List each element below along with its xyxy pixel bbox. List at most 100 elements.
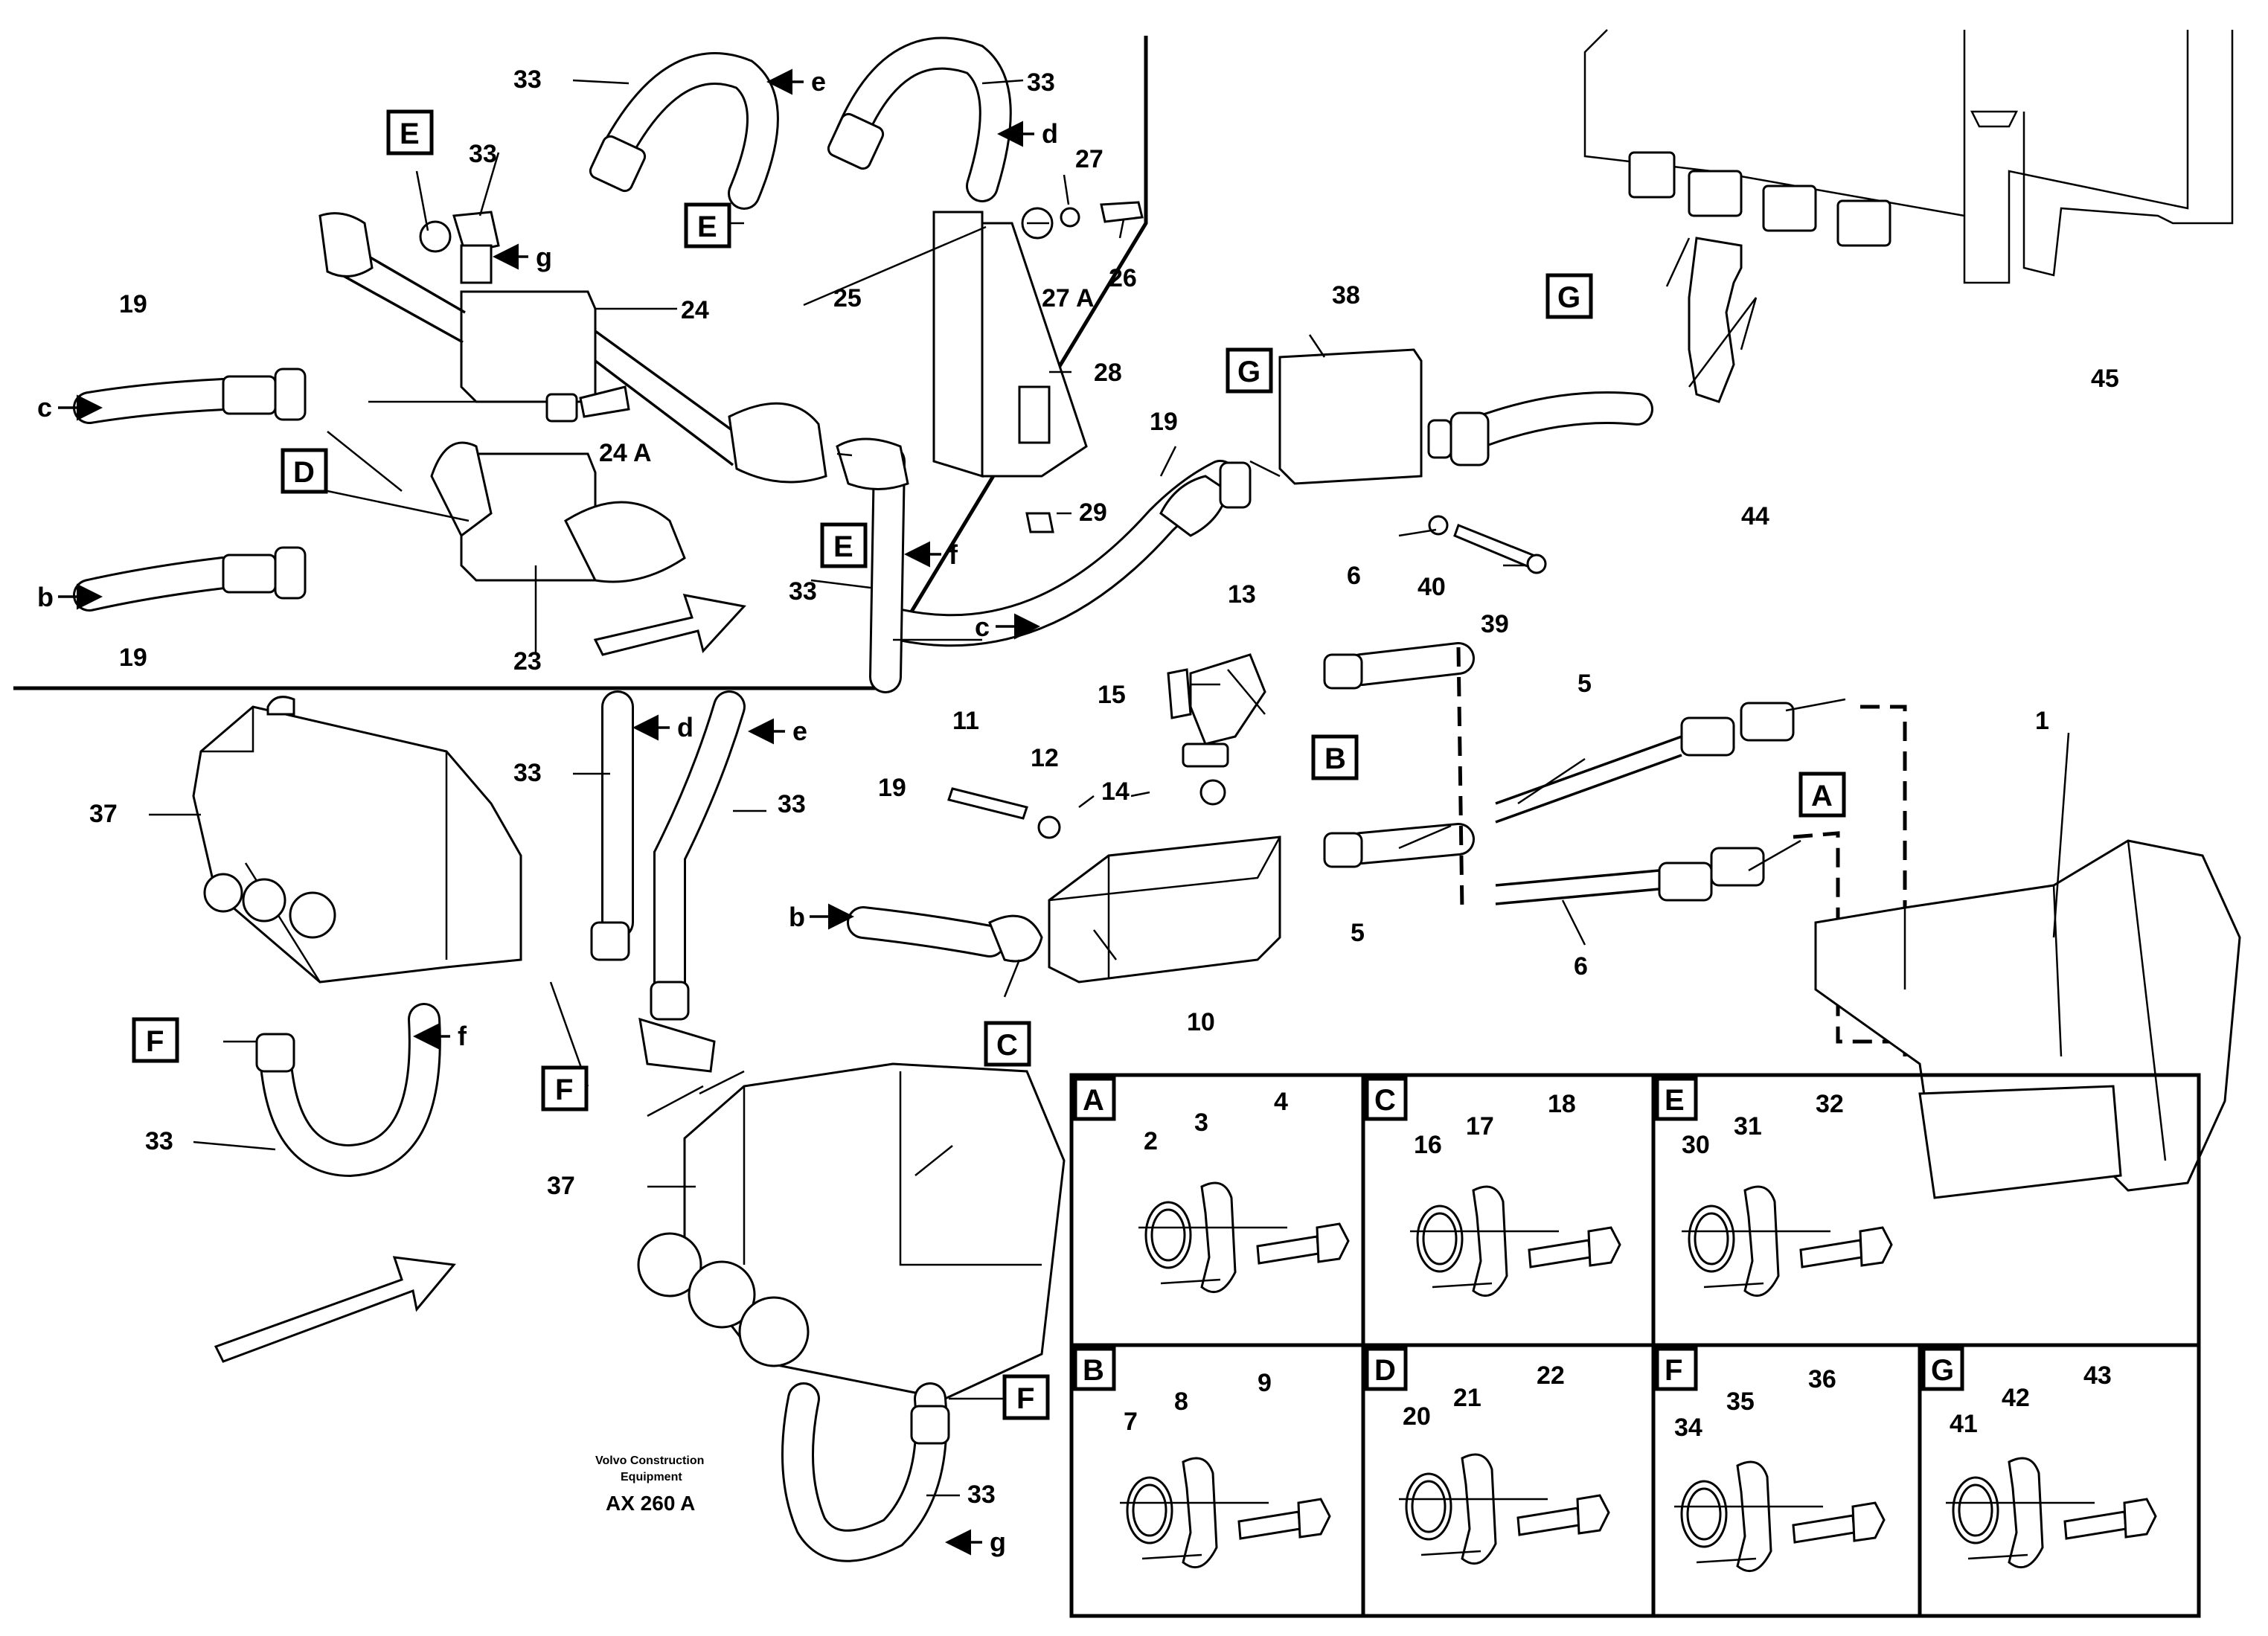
clamp-kit [1138, 1181, 1350, 1294]
callout-19: 19 [119, 644, 147, 672]
callout-39: 39 [1481, 610, 1509, 638]
inset-assembly [73, 36, 1252, 693]
callout-19: 19 [878, 774, 906, 802]
section-label-e: E [400, 118, 420, 150]
svg-text:D: D [1374, 1354, 1396, 1387]
svg-text:20: 20 [1403, 1402, 1431, 1431]
detail-cell-c: C 16 17 18 [1365, 1077, 1576, 1159]
section-label-a: A [1811, 780, 1833, 812]
port-labels: c b g e d f c d e f b g [37, 66, 1058, 1557]
clamp-kit [1946, 1457, 2157, 1569]
control-valves [192, 690, 1066, 1562]
svg-text:A: A [1083, 1084, 1104, 1117]
port-label-d: d [1042, 118, 1058, 149]
callout-44: 44 [1741, 502, 1769, 530]
drawing-reference: AX 260 A [606, 1492, 695, 1515]
detail-cell-g: G 41 42 43 [1921, 1347, 2112, 1438]
callout-33: 33 [469, 140, 497, 168]
svg-text:21: 21 [1453, 1384, 1481, 1412]
svg-text:3: 3 [1194, 1109, 1208, 1137]
callout-23: 23 [513, 647, 542, 676]
port-label-b: b [789, 902, 805, 932]
callout-12: 12 [1031, 744, 1059, 772]
clamp-kit [1682, 1185, 1893, 1297]
callout-19: 19 [119, 290, 147, 318]
section-labels: E E E D G G B A C F F F [132, 109, 1846, 1420]
callout-27a: 27 A [1042, 284, 1095, 312]
callout-26: 26 [1109, 264, 1137, 292]
callout-37: 37 [547, 1172, 575, 1200]
port-label-b: b [37, 582, 54, 612]
svg-text:43: 43 [2083, 1361, 2112, 1390]
callout-13: 13 [1228, 580, 1256, 609]
callout-27: 27 [1075, 145, 1103, 173]
clamp-kit [1410, 1185, 1621, 1297]
svg-text:22: 22 [1537, 1361, 1565, 1390]
clamp-kit [1399, 1453, 1610, 1565]
callout-28: 28 [1094, 359, 1122, 387]
callout-33: 33 [513, 759, 542, 787]
leader-lines [149, 79, 2070, 1497]
callout-33: 33 [513, 65, 542, 94]
svg-text:2: 2 [1144, 1127, 1158, 1155]
callout-38: 38 [1332, 281, 1360, 309]
svg-text:34: 34 [1674, 1414, 1702, 1442]
callout-6: 6 [1347, 562, 1361, 590]
callout-14: 14 [1101, 777, 1130, 806]
detail-table: A 2 3 4 C 16 17 18 E 30 31 32 B 7 8 9 D … [1069, 1073, 2201, 1618]
publisher-name-2: Equipment [621, 1471, 682, 1483]
svg-text:C: C [1374, 1084, 1396, 1117]
callout-45: 45 [2091, 365, 2119, 393]
port-label-c: c [975, 612, 990, 642]
svg-text:35: 35 [1726, 1388, 1755, 1416]
section-label-b: B [1324, 742, 1346, 775]
callout-33: 33 [145, 1127, 173, 1155]
callout-33: 33 [778, 790, 806, 818]
callout-1: 1 [2035, 707, 2049, 735]
svg-text:8: 8 [1174, 1388, 1188, 1416]
callout-40: 40 [1418, 573, 1446, 601]
port-label-f: f [458, 1021, 467, 1051]
callout-15: 15 [1098, 681, 1126, 709]
valve-block-assembly [847, 642, 2241, 1199]
callout-6: 6 [1574, 952, 1588, 981]
detail-cell-f: F 34 35 36 [1655, 1347, 1836, 1442]
callout-29: 29 [1079, 498, 1107, 527]
port-label-d: d [677, 712, 693, 742]
port-label-g: g [536, 242, 552, 272]
detail-cell-a: A 2 3 4 [1073, 1077, 1288, 1155]
callout-5: 5 [1577, 670, 1592, 698]
port-label-e: e [811, 66, 826, 97]
svg-text:9: 9 [1258, 1369, 1272, 1397]
svg-text:32: 32 [1816, 1090, 1844, 1118]
section-label-d: D [293, 456, 315, 489]
publisher-name: Volvo Construction [595, 1454, 704, 1467]
callouts: 33 33 33 33 33 33 33 33 24 24 A 23 19 19… [89, 65, 2119, 1509]
clamp-kit [1674, 1460, 1886, 1573]
tank-assembly [1278, 29, 2234, 574]
callout-5: 5 [1351, 919, 1365, 947]
svg-text:30: 30 [1682, 1131, 1710, 1159]
port-label-f: f [949, 539, 958, 570]
section-label-f: F [1016, 1382, 1034, 1415]
callout-25: 25 [833, 284, 862, 312]
port-label-c: c [37, 392, 52, 423]
port-label-e: e [792, 716, 807, 746]
callout-24: 24 [681, 296, 709, 324]
section-label-e: E [697, 211, 717, 243]
clamp-kit [1120, 1457, 1331, 1569]
callout-33: 33 [789, 577, 817, 606]
callout-10: 10 [1187, 1008, 1215, 1036]
svg-text:36: 36 [1808, 1365, 1836, 1393]
svg-text:17: 17 [1466, 1112, 1494, 1141]
svg-text:G: G [1931, 1354, 1954, 1387]
section-label-e: E [833, 530, 853, 563]
detail-cell-e: E 30 31 32 [1655, 1077, 1844, 1159]
callout-33: 33 [967, 1481, 996, 1509]
svg-text:E: E [1665, 1084, 1685, 1117]
footer: Volvo Construction Equipment AX 260 A [595, 1454, 704, 1515]
detail-cell-b: B 7 8 9 [1073, 1347, 1272, 1436]
callout-33: 33 [1027, 68, 1055, 97]
detail-cell-d: D 20 21 22 [1365, 1347, 1565, 1431]
svg-text:18: 18 [1548, 1090, 1576, 1118]
